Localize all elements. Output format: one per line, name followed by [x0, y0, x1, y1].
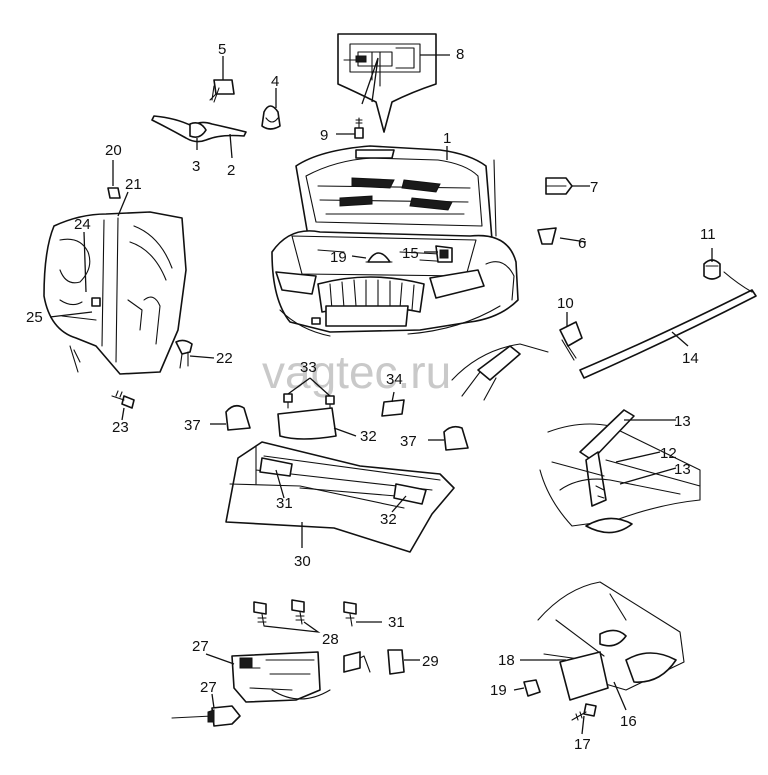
screw-17-icon	[571, 703, 597, 721]
callout-16: 16	[620, 713, 637, 730]
callout-15: 15	[402, 245, 419, 262]
bolt-5-icon	[209, 79, 235, 103]
watermark-text: vagtec.ru	[262, 346, 451, 398]
callout-30: 29	[422, 653, 439, 670]
hood-pad-2-icon	[151, 115, 247, 143]
callout-11: 11	[700, 226, 716, 243]
hinge-detail-12-13-illustration	[539, 409, 701, 534]
callout-25: 24	[74, 216, 91, 233]
callout-10: 10	[557, 295, 574, 312]
bolt-35-right-icon	[325, 395, 335, 411]
bolt-29-right-icon	[291, 599, 305, 625]
car-front-illustration	[271, 145, 519, 337]
callout-13-top: 13	[674, 413, 691, 430]
callout-20: 19	[330, 249, 347, 266]
callout-28: 27	[192, 638, 209, 655]
grommet-23-icon	[175, 339, 193, 369]
callout-14: 14	[682, 350, 699, 367]
hood-seal-14-icon	[579, 271, 757, 379]
callout-19: 19	[490, 682, 507, 699]
callout-3: 3	[192, 158, 200, 175]
callout-37-right: 37	[400, 433, 417, 450]
inner-fender-left-illustration	[43, 211, 187, 375]
callout-18: 18	[498, 652, 515, 669]
callout-23: 22	[216, 350, 233, 367]
nut-21-icon	[107, 187, 121, 199]
clip-15-icon	[435, 245, 453, 263]
callout-34: 32	[360, 428, 377, 445]
label-36-icon	[381, 399, 405, 417]
callout-27: 27	[200, 679, 217, 696]
bracket-37-right-icon	[443, 425, 469, 451]
callout-37-left: 37	[184, 417, 201, 434]
callout-26: 25	[26, 309, 43, 326]
clip-7-icon	[545, 177, 573, 195]
callout-21: 20	[105, 142, 122, 159]
callout-31: 31	[388, 614, 405, 631]
callout-33: 30	[294, 553, 311, 570]
callout-32-left: 31	[276, 495, 293, 512]
bolt-31-icon	[343, 601, 357, 627]
callout-5: 5	[218, 41, 226, 58]
callout-35: 33	[300, 359, 317, 376]
screw-24-icon	[111, 390, 135, 409]
callout-7: 7	[590, 179, 598, 196]
callout-2: 2	[227, 162, 235, 179]
hinge-detail-inset	[337, 33, 437, 133]
leader-lines	[49, 54, 713, 735]
callout-9: 9	[320, 127, 328, 144]
callout-36: 34	[386, 371, 403, 388]
bolt-9-icon	[354, 117, 364, 139]
callout-labels: 5 4 3 2 9 8 1 7 6 11 10 14 13 12 13 19 1…	[26, 41, 716, 753]
nut-19-icon	[523, 679, 541, 697]
callout-22: 21	[125, 176, 142, 193]
callout-24: 23	[112, 419, 129, 436]
cover-panel-34-icon	[277, 407, 337, 440]
callout-32-right: 32	[380, 511, 397, 528]
clip-10-icon	[559, 321, 583, 361]
grommet-11-icon	[703, 259, 721, 280]
buffer-6-icon	[537, 227, 557, 245]
bolt-35-left-icon	[283, 393, 293, 409]
callout-17: 17	[574, 736, 591, 753]
callout-8: 8	[456, 46, 464, 63]
latch-28-icon	[231, 651, 331, 703]
bracket-37-left-icon	[225, 404, 251, 431]
callout-12: 12	[660, 445, 677, 462]
lock-detail-16-illustration	[537, 581, 685, 701]
callout-6: 6	[578, 235, 586, 252]
callout-1: 1	[443, 130, 451, 147]
callout-4: 4	[271, 73, 279, 90]
plenum-cover-32-33-illustration	[225, 441, 455, 553]
bolt-29-left-icon	[253, 601, 267, 627]
filler-cap-20-icon	[365, 252, 393, 263]
callout-29: 28	[322, 631, 339, 648]
connector-30-icon	[343, 649, 405, 675]
callout-13-bottom: 13	[674, 461, 691, 478]
release-cable-detail	[451, 343, 549, 401]
clip-4-icon	[261, 105, 281, 130]
release-cable-27-icon	[171, 705, 241, 727]
